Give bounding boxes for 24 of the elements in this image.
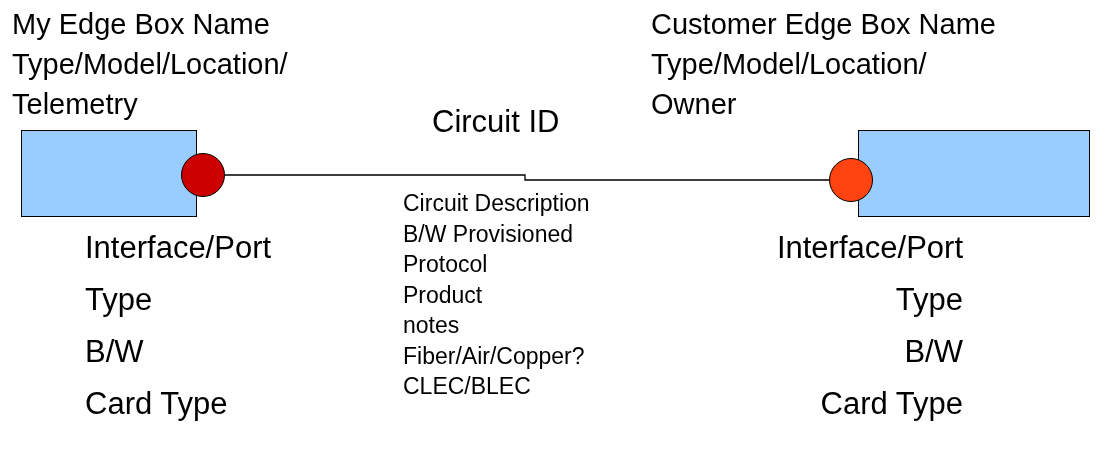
device-name: My Edge Box Name — [12, 7, 271, 42]
device-details: Type/Model/Location/ Owner — [651, 47, 928, 122]
port-attribute: Type — [85, 281, 154, 319]
circuit-attribute: CLEC/BLEC — [403, 372, 531, 401]
circuit-attribute: Fiber/Air/Copper? — [403, 341, 585, 371]
circuit-attribute: notes — [403, 311, 460, 340]
circuit-attribute: Product — [403, 280, 483, 310]
port-attribute: Card Type — [819, 385, 963, 423]
port-attribute: Interface/Port — [775, 229, 963, 267]
connector-line — [224, 174, 830, 181]
port-attribute: Card Type — [85, 385, 229, 423]
device-details: Type/Model/Location/ Telemetry — [12, 47, 289, 122]
device-name: Customer Edge Box Name — [651, 7, 997, 42]
edge-label: Circuit ID — [432, 104, 560, 140]
port-circle — [829, 158, 873, 202]
circuit-attribute: Circuit Description — [403, 189, 590, 218]
port-attribute: Interface/Port — [85, 229, 273, 267]
port-attribute: B/W — [85, 333, 145, 371]
device-box — [21, 130, 197, 217]
port-attribute: B/W — [903, 333, 963, 371]
circuit-attribute: B/W Provisioned — [403, 219, 573, 249]
circuit-attribute: Protocol — [403, 250, 488, 279]
device-box — [858, 130, 1090, 217]
port-attribute: Type — [894, 281, 963, 319]
